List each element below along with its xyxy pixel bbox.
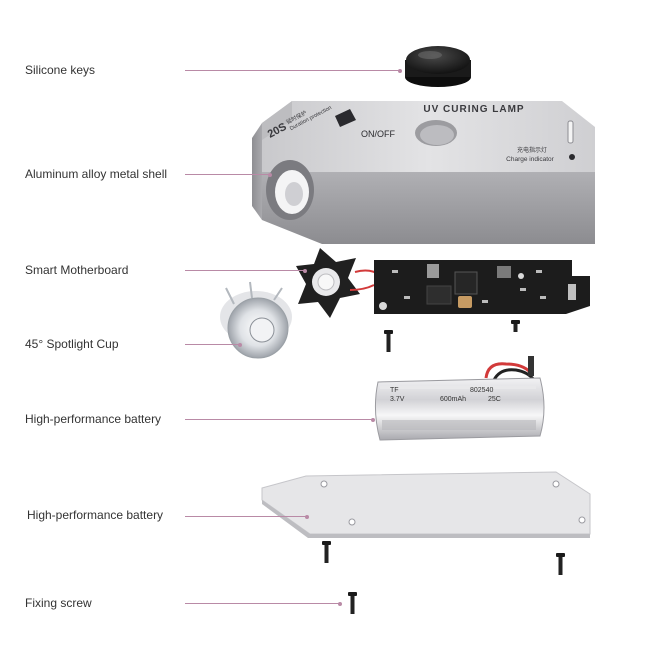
charge-label-cn: 充电指示灯 (517, 146, 547, 154)
screw-icon (511, 320, 520, 332)
screw-icon (556, 553, 565, 575)
callout-battery: High-performance battery (25, 412, 162, 426)
leader-battery (185, 417, 375, 422)
led-star-icon (296, 248, 381, 318)
silicone-key-icon (405, 46, 471, 87)
callout-smart-motherboard: Smart Motherboard (25, 263, 129, 277)
on-off-label: ON/OFF (361, 129, 395, 139)
battery-cell-icon: TF 802540 3.7V 600mAh 25C (374, 356, 545, 441)
screw-icon (322, 541, 331, 563)
screw-icon (348, 592, 357, 614)
callout-base-plate: High-performance battery (27, 508, 164, 522)
charge-label: Charge indicator (506, 156, 555, 163)
leader-fixing-screw (185, 601, 342, 606)
callout-silicone-keys: Silicone keys (25, 63, 96, 77)
lens-cup-icon (220, 281, 292, 359)
battery-rate: 25C (488, 396, 501, 403)
base-plate (261, 471, 591, 538)
battery-voltage: 3.7V (390, 396, 405, 403)
battery-capacity: 600mAh (440, 396, 466, 403)
leader-silicone-keys (185, 68, 402, 73)
leader-base-plate (185, 514, 309, 519)
callout-fixing-screw: Fixing screw (25, 596, 92, 610)
leader-smart-motherboard (185, 268, 307, 273)
screw-icon (384, 330, 393, 352)
battery-brand: TF (390, 387, 399, 394)
callout-spotlight-cup: 45° Spotlight Cup (25, 337, 119, 351)
battery-code: 802540 (470, 387, 493, 394)
motherboard (374, 260, 590, 314)
shell-title: UV CURING LAMP (423, 104, 524, 115)
callout-aluminum-shell: Aluminum alloy metal shell (25, 167, 168, 181)
leader-spotlight-cup (185, 342, 242, 347)
leader-aluminum-shell (185, 172, 272, 177)
aluminum-shell: UV CURING LAMP ON/OFF 充电指示灯 Charge indic… (252, 101, 595, 244)
